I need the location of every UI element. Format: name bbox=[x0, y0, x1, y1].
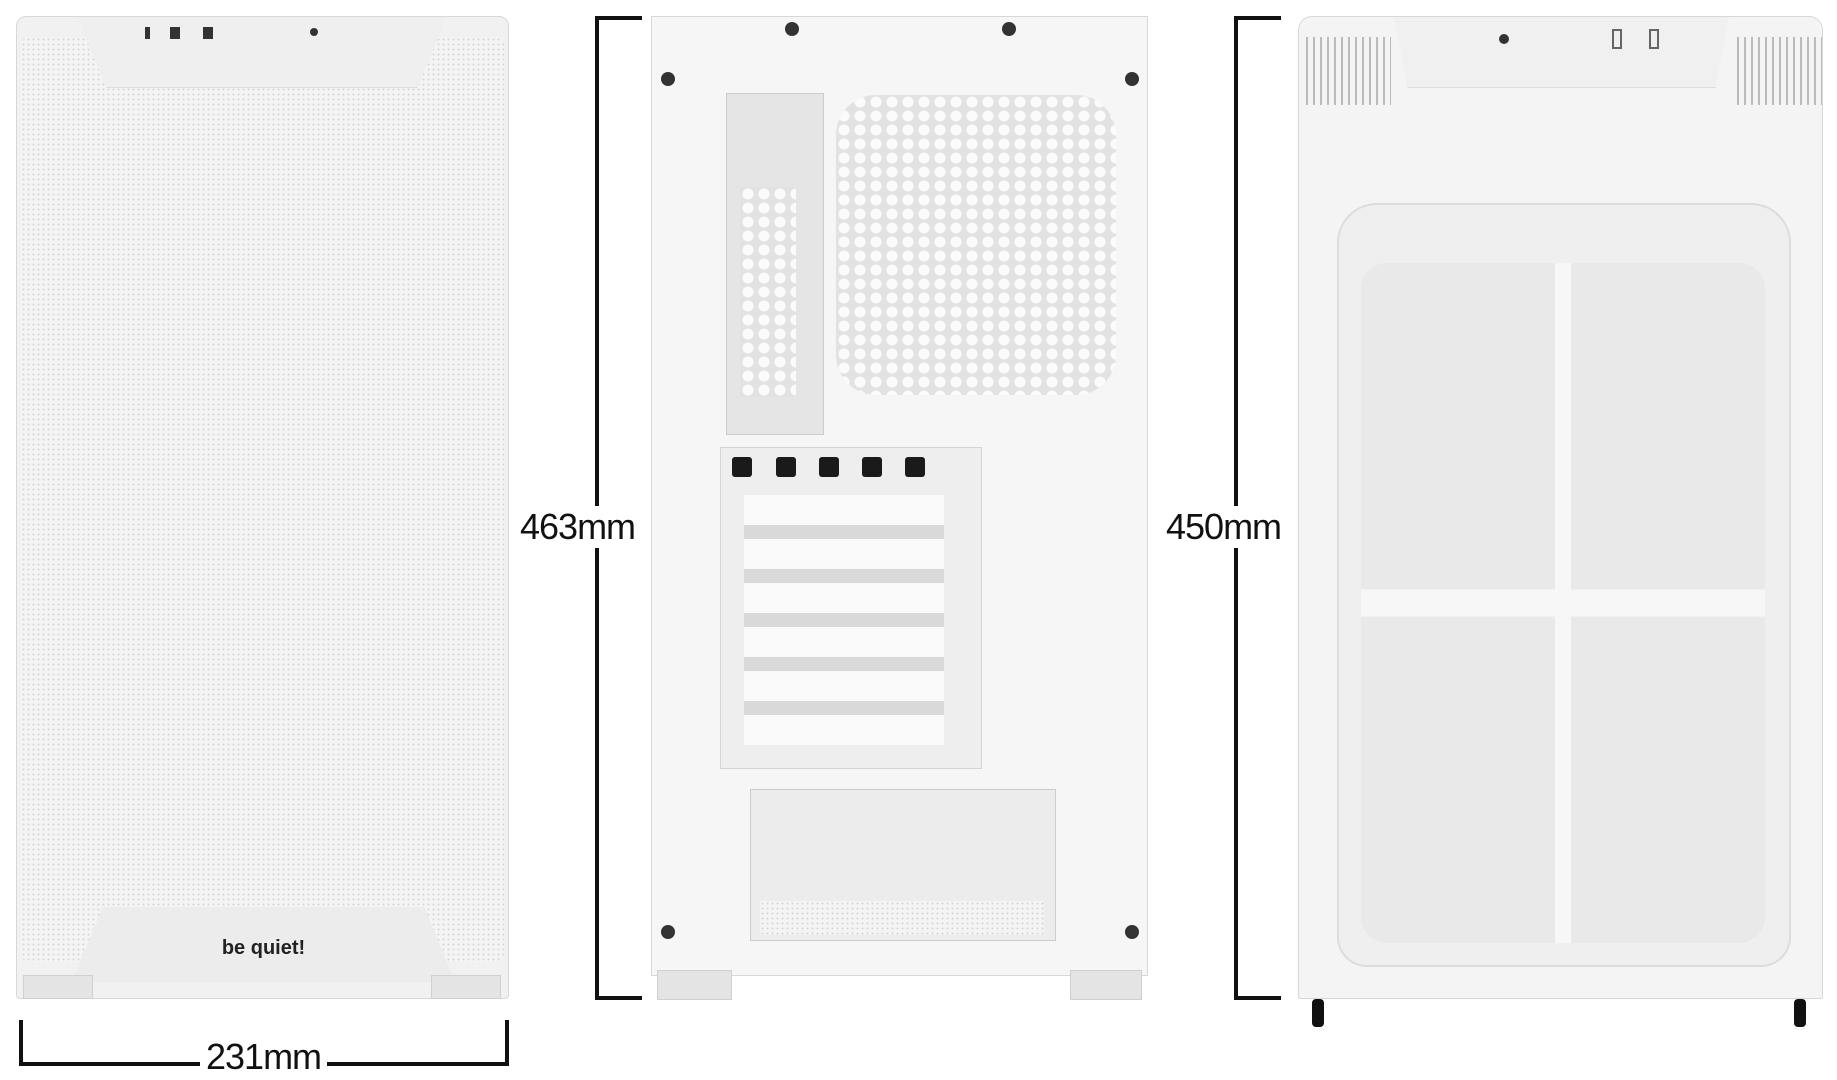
front-top-io-bar bbox=[77, 17, 447, 88]
rear-foot-left bbox=[657, 970, 732, 1000]
grommet-icon bbox=[862, 457, 882, 477]
width-dimension-line-left bbox=[19, 1020, 23, 1066]
depth-dimension-tick-bottom bbox=[595, 996, 642, 1000]
front-mesh-panel bbox=[21, 37, 504, 962]
front-foot-left bbox=[23, 975, 93, 999]
top-io-panel bbox=[1394, 17, 1729, 88]
front-view-case: be quiet! bbox=[16, 16, 509, 999]
depth-dimension-tick-top bbox=[595, 16, 642, 20]
height-dimension-tick-top bbox=[1234, 16, 1281, 20]
screw-icon bbox=[1125, 925, 1139, 939]
brand-logo: be quiet! bbox=[221, 937, 306, 959]
side-foot-right bbox=[1794, 999, 1806, 1027]
rear-foot-right bbox=[1070, 970, 1142, 1000]
power-button-icon bbox=[1499, 34, 1509, 44]
screw-icon bbox=[1125, 72, 1139, 86]
side-panel-glass bbox=[1361, 263, 1765, 943]
screw-icon bbox=[1002, 22, 1016, 36]
expansion-slots bbox=[744, 495, 944, 745]
side-view-case bbox=[1298, 16, 1823, 999]
rear-view-case bbox=[651, 16, 1148, 976]
bottom-dust-filter bbox=[760, 901, 1044, 935]
psu-vent-icon bbox=[740, 187, 796, 397]
usb-port-icon bbox=[145, 27, 150, 39]
power-button-icon bbox=[310, 28, 318, 36]
side-foot-left bbox=[1312, 999, 1324, 1027]
rear-fan-grille bbox=[836, 95, 1116, 395]
front-bottom-bezel bbox=[72, 907, 455, 982]
grommet-icon bbox=[819, 457, 839, 477]
grommet-icon bbox=[732, 457, 752, 477]
width-dimension-line-right bbox=[505, 1020, 509, 1066]
top-vent-left bbox=[1301, 37, 1391, 105]
screw-icon bbox=[785, 22, 799, 36]
grommet-icon bbox=[905, 457, 925, 477]
depth-dimension-label: 463mm bbox=[514, 506, 642, 548]
height-dimension-label: 450mm bbox=[1160, 506, 1288, 548]
grommet-icon bbox=[776, 457, 796, 477]
usb-port-icon bbox=[170, 27, 180, 39]
usb-port-icon bbox=[1612, 29, 1622, 49]
screw-icon bbox=[661, 925, 675, 939]
width-dimension-label: 231mm bbox=[200, 1036, 328, 1078]
usb-port-icon bbox=[1649, 29, 1659, 49]
screw-icon bbox=[661, 72, 675, 86]
height-dimension-tick-bottom bbox=[1234, 996, 1281, 1000]
front-foot-right bbox=[431, 975, 501, 999]
usb-port-icon bbox=[203, 27, 213, 39]
top-vent-right bbox=[1732, 37, 1822, 105]
